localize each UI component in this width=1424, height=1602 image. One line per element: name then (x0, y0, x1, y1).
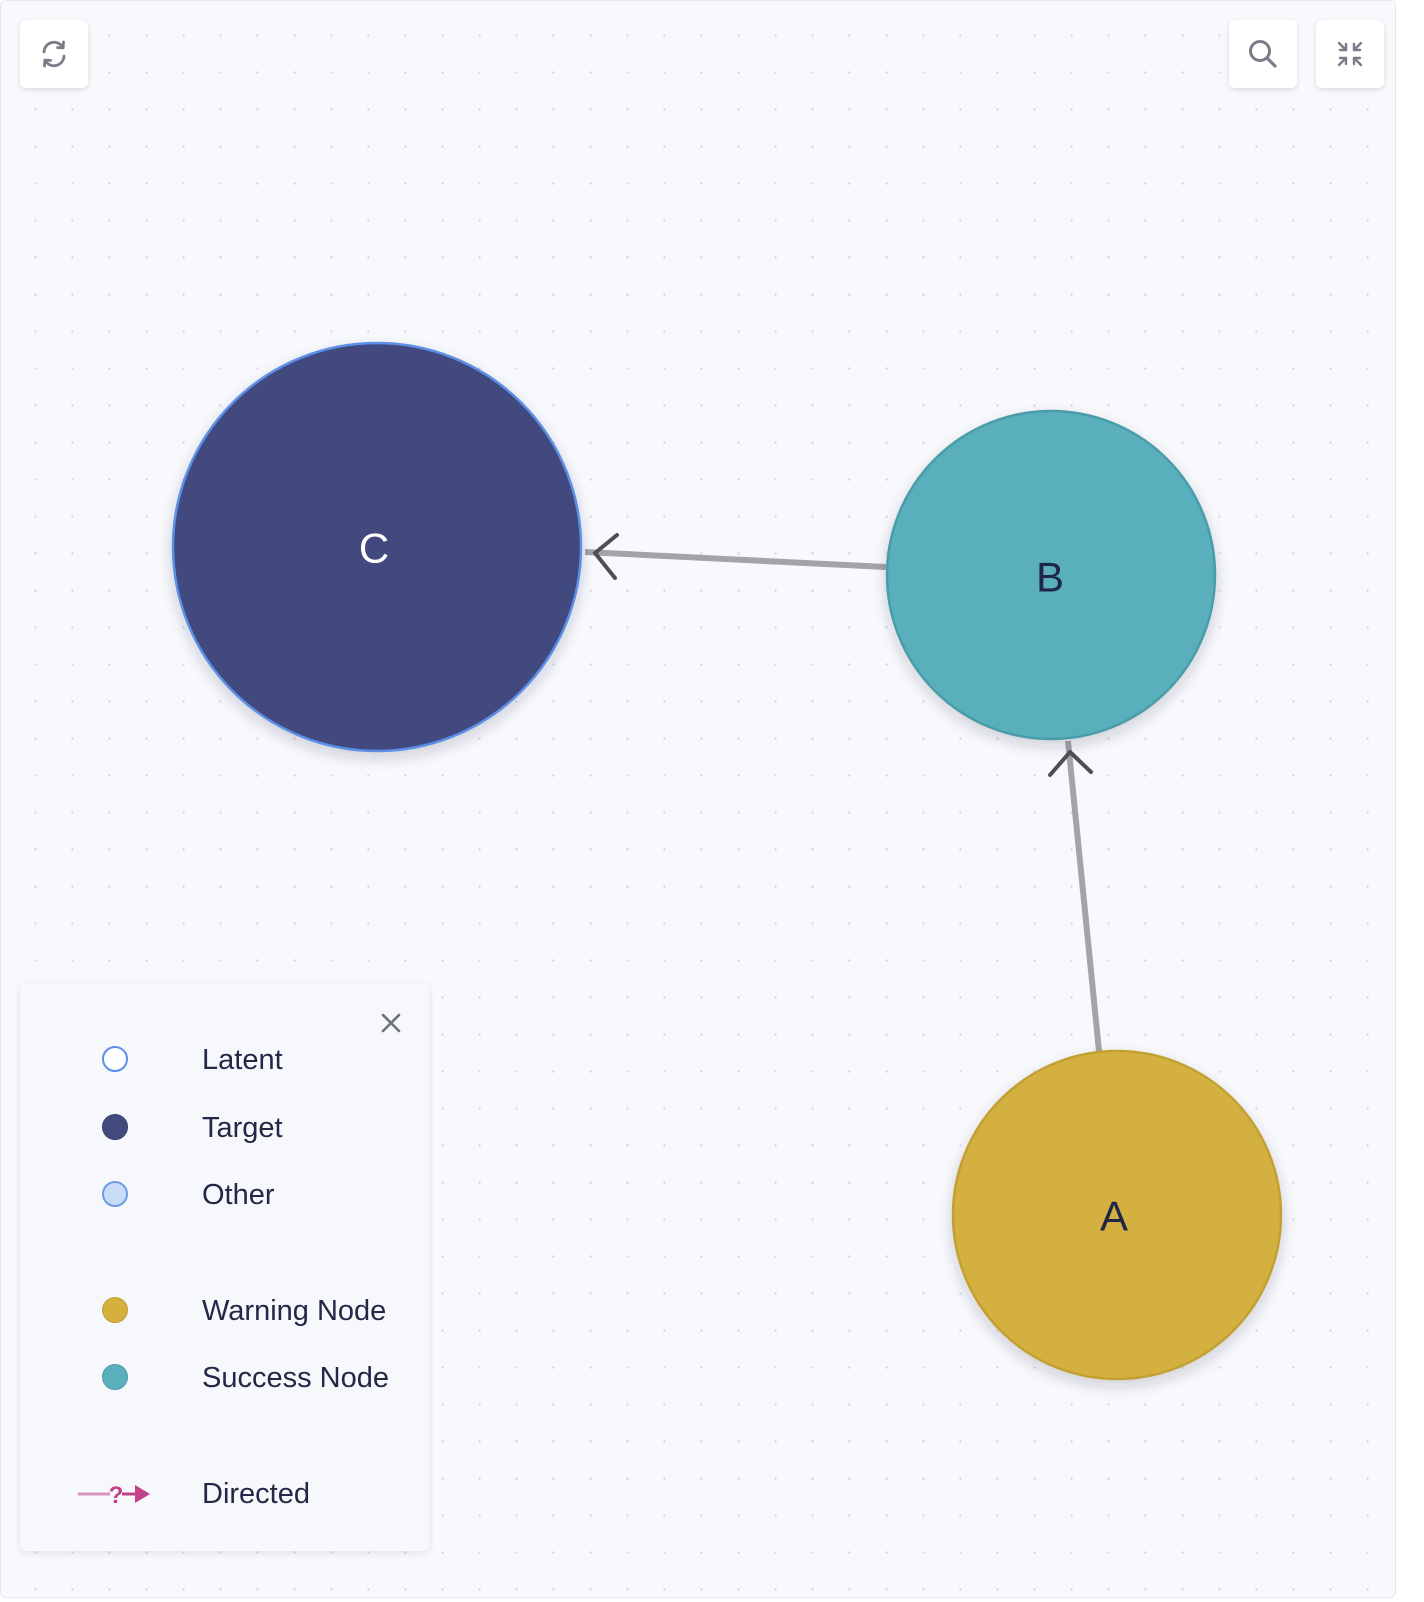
close-icon (381, 1013, 401, 1033)
directed-edge-icon: ? (78, 1482, 150, 1509)
legend-panel: Latent Target Other Warning Node Success… (20, 983, 429, 1551)
node-circle (951, 1049, 1283, 1381)
node-circle (171, 341, 583, 753)
legend-label: Success Node (202, 1362, 389, 1394)
target-swatch-icon (102, 1114, 128, 1140)
legend-item-target: Target (20, 1108, 429, 1148)
legend-label: Target (202, 1112, 283, 1144)
collapse-icon (1337, 41, 1363, 67)
edge-line (1065, 740, 1102, 1052)
node-c[interactable]: C (171, 341, 583, 753)
other-swatch-icon (102, 1181, 128, 1207)
legend-label: Warning Node (202, 1295, 387, 1327)
edge-a-to-b[interactable] (1048, 740, 1102, 1052)
node-b[interactable]: B (885, 409, 1217, 741)
node-circle (885, 409, 1217, 741)
refresh-icon (42, 40, 66, 68)
legend-item-directed: ? Directed (20, 1474, 429, 1514)
search-icon (1249, 40, 1277, 68)
search-button[interactable] (1229, 20, 1297, 88)
node-label: A (1100, 1193, 1128, 1240)
legend-label: Other (202, 1179, 275, 1211)
node-a[interactable]: A (951, 1049, 1283, 1381)
graph-canvas[interactable]: C B A (0, 0, 1396, 1598)
legend-label: Latent (202, 1044, 283, 1076)
edge-b-to-c[interactable] (584, 533, 887, 580)
success-node-swatch-icon (102, 1364, 128, 1390)
arrowhead-icon (1048, 750, 1093, 777)
edge-line (584, 549, 887, 570)
refresh-button[interactable] (20, 20, 88, 88)
latent-swatch-icon (102, 1046, 128, 1072)
svg-text:?: ? (109, 1482, 124, 1509)
node-label: B (1036, 554, 1064, 601)
arrowhead-icon (593, 533, 619, 580)
node-label: C (359, 525, 389, 572)
collapse-button[interactable] (1316, 20, 1384, 88)
legend-item-success-node: Success Node (20, 1358, 429, 1398)
legend-close-button[interactable] (378, 1010, 404, 1036)
graph-svg[interactable]: C B A (1, 1, 1395, 1597)
legend-label: Directed (202, 1478, 310, 1510)
legend-item-latent: Latent (20, 1040, 429, 1080)
warning-node-swatch-icon (102, 1297, 128, 1323)
legend-item-warning-node: Warning Node (20, 1291, 429, 1331)
legend-item-other: Other (20, 1175, 429, 1215)
